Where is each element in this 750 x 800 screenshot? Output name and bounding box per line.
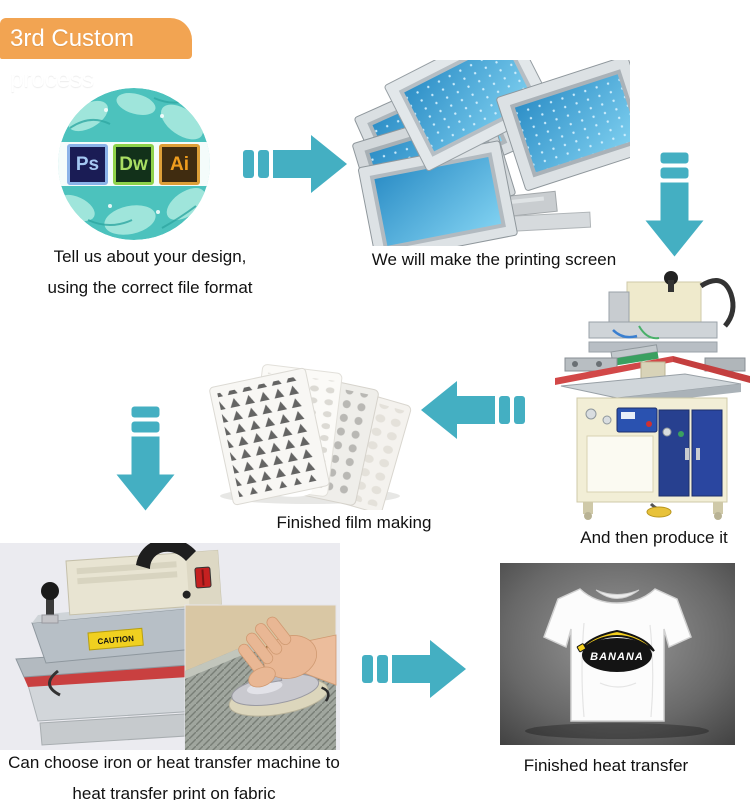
photoshop-icon: Ps bbox=[67, 144, 108, 185]
arrow-left-icon bbox=[420, 379, 525, 441]
finished-film-photo bbox=[205, 350, 420, 514]
caption-produce: And then produce it bbox=[580, 528, 728, 547]
illustrator-icon: Ai bbox=[159, 144, 200, 185]
printing-screens-photo bbox=[348, 22, 658, 263]
caption-design-line1: Tell us about your design, bbox=[53, 247, 247, 266]
banana-print: BANANA bbox=[576, 629, 655, 672]
caption-design-line2: using the correct file format bbox=[47, 278, 253, 297]
caption-result: Finished heat transfer bbox=[523, 756, 689, 775]
caption-heat-line1: Can choose iron or heat transfer machine… bbox=[8, 753, 340, 772]
arrow-down-icon bbox=[115, 406, 177, 512]
heat-press-photo: CAUTION bbox=[0, 538, 340, 751]
caption-film: Finished film making bbox=[276, 513, 432, 532]
arrow-right-icon bbox=[243, 133, 348, 195]
banana-text: BANANA bbox=[590, 651, 644, 663]
caption-design: Tell us about your design, using the cor… bbox=[0, 241, 300, 303]
arrow-down-icon bbox=[644, 152, 706, 258]
caption-heat: Can choose iron or heat transfer machine… bbox=[0, 747, 348, 800]
dreamweaver-icon: Dw bbox=[113, 144, 154, 185]
screen-printing-machine-photo bbox=[555, 266, 750, 520]
caption-screen: We will make the printing screen bbox=[371, 250, 617, 269]
arrow-right-icon bbox=[362, 638, 467, 700]
step-banner: 3rd Custom process bbox=[0, 18, 192, 93]
caution-label: CAUTION bbox=[97, 634, 134, 646]
caption-heat-line2: heat transfer print on fabric bbox=[72, 784, 276, 800]
iron-inset-photo bbox=[184, 604, 337, 751]
finished-tshirt-photo: BANANA bbox=[500, 563, 735, 745]
